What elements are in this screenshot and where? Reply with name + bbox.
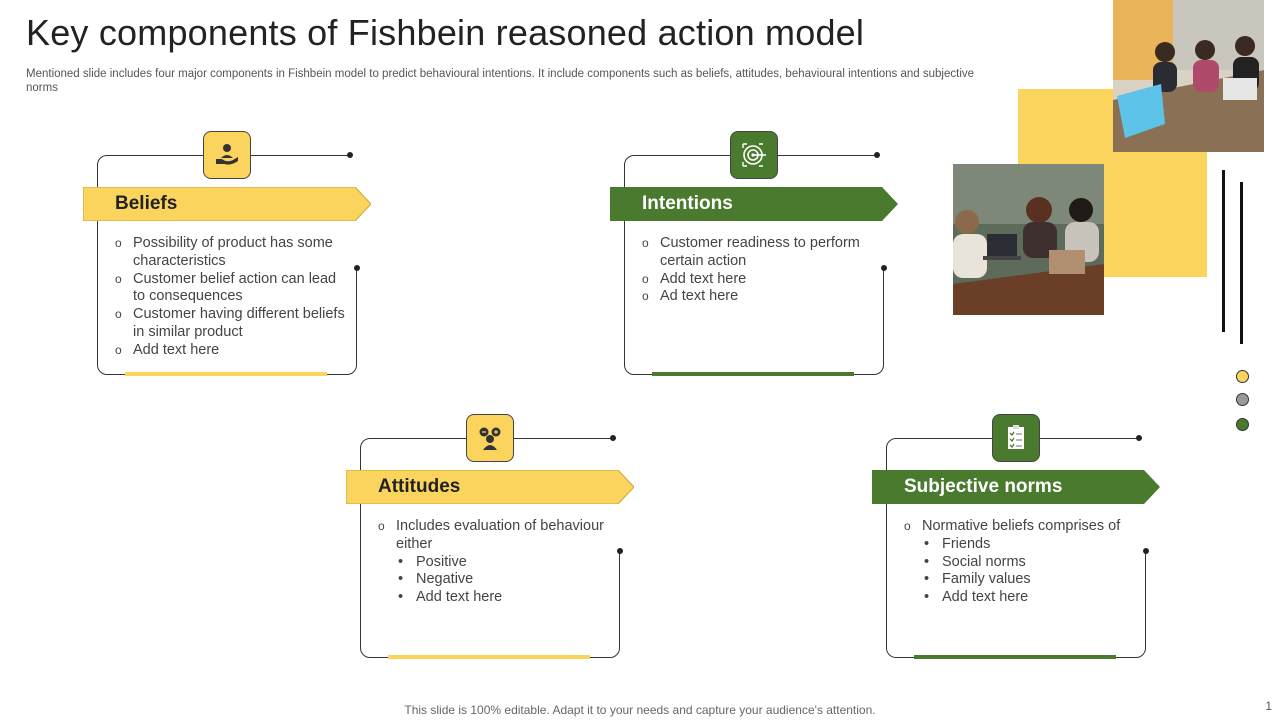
accent-bar — [388, 655, 590, 659]
sub-list-item: •Add text here — [398, 589, 503, 606]
attitudes-label: Attitudes — [378, 476, 461, 497]
beliefs-label: Beliefs — [115, 193, 178, 214]
green-dot — [1236, 418, 1249, 431]
subjective-norms-label: Subjective norms — [904, 476, 1063, 497]
connector-dot — [610, 435, 616, 441]
sub-list-item: •Friends — [924, 535, 991, 552]
intentions-banner: Intentions — [610, 187, 898, 221]
footer-note: This slide is 100% editable. Adapt it to… — [404, 703, 876, 717]
divider-line — [1240, 182, 1243, 344]
hand-person-icon — [203, 131, 251, 179]
accent-bar — [652, 372, 854, 376]
page-subtitle: Mentioned slide includes four major comp… — [26, 68, 975, 94]
connector-dot — [1143, 548, 1149, 554]
team-photo — [953, 164, 1104, 315]
sub-list-item: •Negative — [398, 571, 474, 588]
page-number: 1 — [1265, 699, 1272, 713]
subjective-norms-banner: Subjective norms — [872, 470, 1160, 504]
sub-list-item: •Social norms — [924, 553, 1026, 570]
connector-dot — [354, 265, 360, 271]
sub-list-item: •Positive — [398, 553, 467, 570]
checklist-icon — [992, 414, 1040, 462]
target-icon — [730, 131, 778, 179]
divider-line — [1222, 170, 1225, 332]
intentions-label: Intentions — [642, 193, 733, 214]
people-thought-icon — [466, 414, 514, 462]
connector-dot — [347, 152, 353, 158]
yellow-dot — [1236, 370, 1249, 383]
accent-bar — [914, 655, 1116, 659]
page-title: Key components of Fishbein reasoned acti… — [26, 12, 865, 53]
beliefs-banner: Beliefs — [83, 187, 371, 221]
connector-dot — [874, 152, 880, 158]
accent-bar — [125, 372, 327, 376]
sub-list-item: •Family values — [924, 571, 1031, 588]
connector-dot — [881, 265, 887, 271]
meeting-photo — [1113, 0, 1264, 152]
attitudes-banner: Attitudes — [346, 470, 634, 504]
gray-dot — [1236, 393, 1249, 406]
connector-dot — [617, 548, 623, 554]
connector-dot — [1136, 435, 1142, 441]
sub-list-item: •Add text here — [924, 589, 1029, 606]
